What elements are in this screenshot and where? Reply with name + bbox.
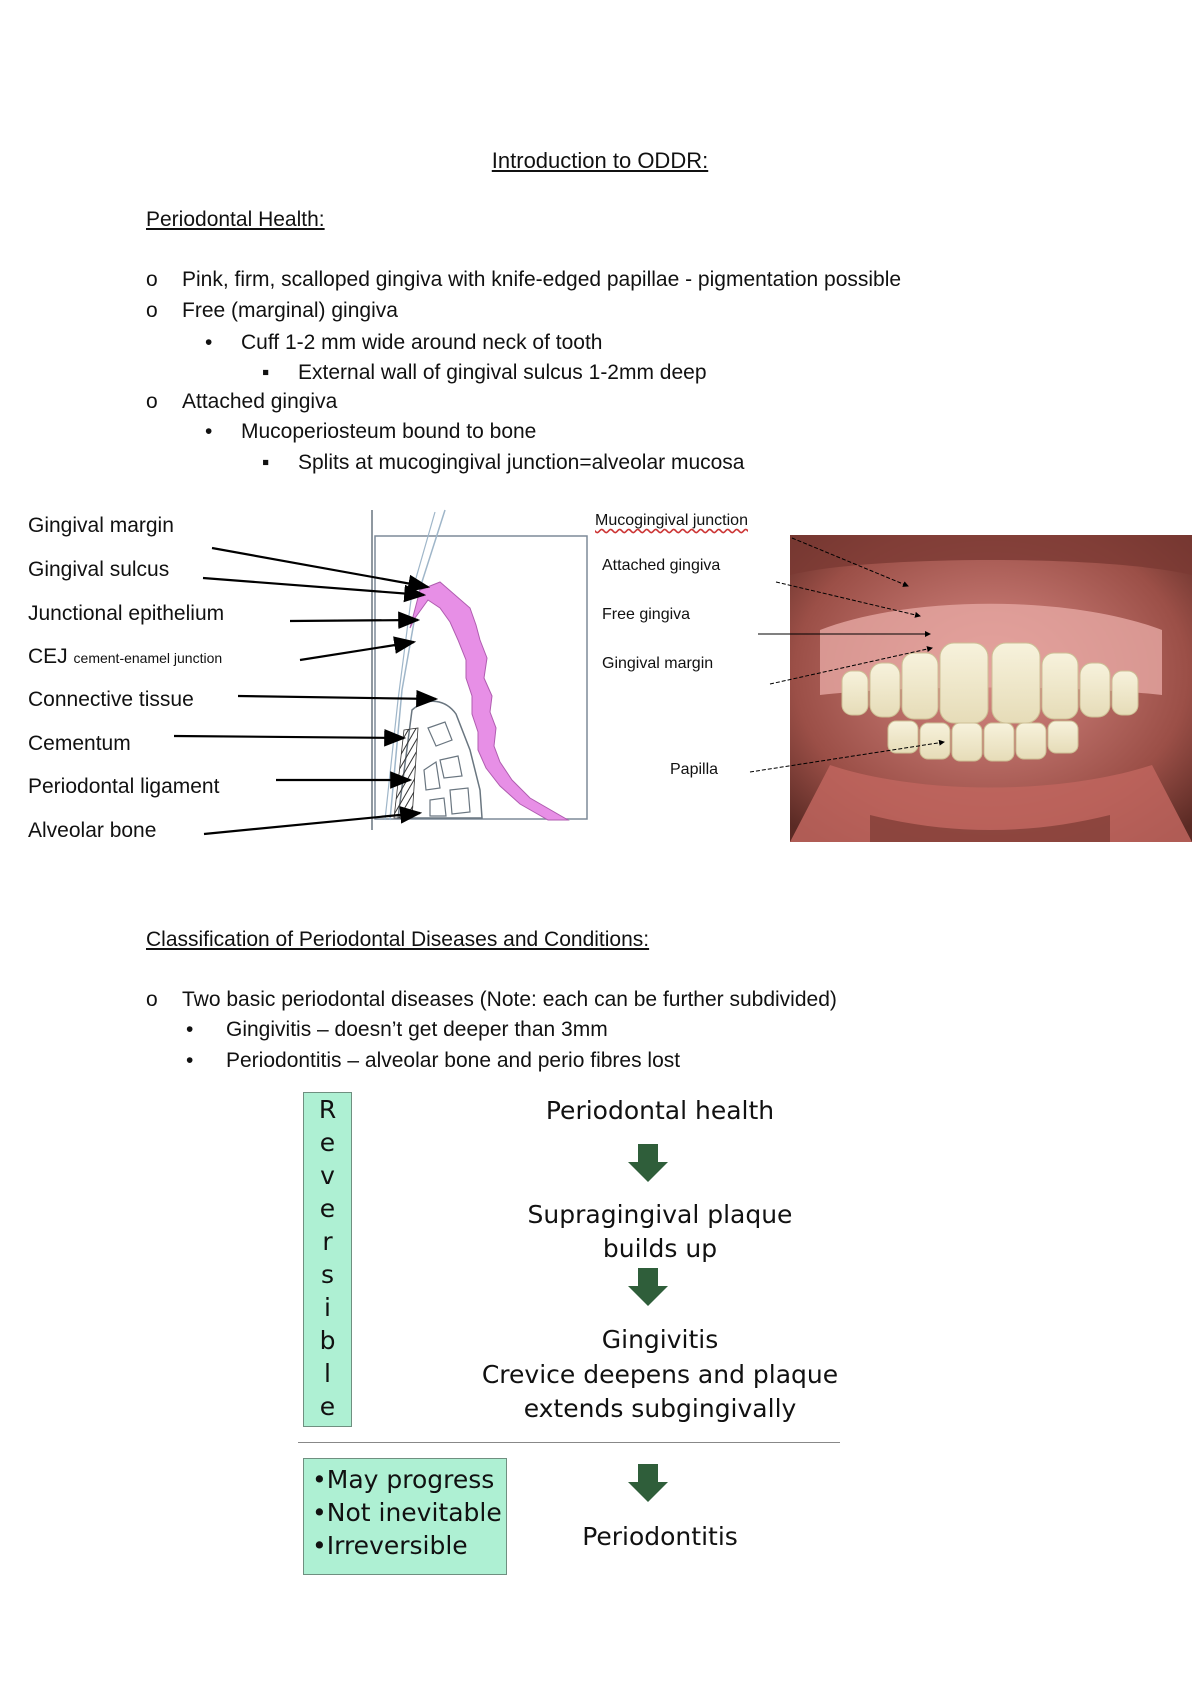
bullet-text: Cuff 1-2 mm wide around neck of tooth [241, 331, 603, 354]
reversible-letter: s [320, 1260, 335, 1289]
label-gingival-sulcus: Gingival sulcus [28, 558, 170, 581]
bullet-text: Free (marginal) gingiva [182, 299, 398, 322]
label-cej: CEJ cement-enamel junction [28, 645, 223, 668]
reversible-box: R e v e r s i b l e [303, 1092, 352, 1427]
label-free-gingiva: Free gingiva [602, 606, 691, 623]
flow-step-crevice-deepens: Crevice deepens and plaque [481, 1360, 839, 1389]
bullet-text: Mucoperiosteum bound to bone [241, 420, 537, 443]
health-bullet-6: • Mucoperiosteum bound to bone [205, 420, 536, 444]
health-bullet-1: o Pink, firm, scalloped gingiva with knif… [146, 268, 901, 292]
health-bullet-5: o Attached gingiva [146, 390, 337, 414]
progress-notes-box: •May progress •Not inevitable •Irreversi… [303, 1458, 507, 1575]
progress-item: •May progress [312, 1465, 495, 1494]
circle-bullet-icon: o [146, 299, 158, 322]
label-cementum: Cementum [28, 732, 131, 755]
clinical-teeth-photo [790, 535, 1192, 842]
classification-heading: Classification of Periodontal Diseases a… [146, 928, 650, 951]
dot-bullet-icon: • [205, 331, 213, 354]
label-attached-gingiva: Attached gingiva [602, 557, 721, 574]
bullet-text: External wall of gingival sulcus 1-2mm d… [298, 361, 707, 384]
circle-bullet-icon: o [146, 390, 158, 413]
reversible-letter: e [319, 1392, 336, 1421]
reversible-letter: i [324, 1293, 331, 1322]
gingiva-tissue [409, 581, 570, 821]
label-mucogingival-junction: Mucogingival junction [595, 512, 748, 529]
down-arrow-icon [628, 1268, 668, 1306]
cej-subtitle: cement-enamel junction [73, 650, 223, 666]
circle-bullet-icon: o [146, 268, 158, 291]
flow-step-builds-up: builds up [602, 1234, 718, 1263]
reversible-letter: R [318, 1095, 337, 1124]
bullet-text: Attached gingiva [182, 390, 338, 413]
arrow-cej [299, 636, 417, 662]
health-bullet-7: ▪ Splits at mucogingival junction=alveola… [262, 451, 745, 475]
reversible-letter: l [324, 1359, 331, 1388]
bullet-text: Splits at mucogingival junction=alveolar… [298, 451, 745, 474]
reversible-letter: b [319, 1326, 336, 1355]
classification-bullet-3: • Periodontitis – alveolar bone and perio… [186, 1049, 680, 1073]
dot-bullet-icon: • [186, 1018, 194, 1041]
label-papilla: Papilla [670, 761, 719, 778]
reversible-letter: e [319, 1194, 336, 1223]
circle-bullet-icon: o [146, 988, 158, 1011]
health-bullet-2: o Free (marginal) gingiva [146, 299, 398, 323]
label-alveolar-bone: Alveolar bone [28, 819, 157, 842]
flow-step-extends-subgingivally: extends subgingivally [523, 1394, 797, 1423]
label-gingival-margin: Gingival margin [28, 514, 174, 537]
reversible-letter: v [320, 1161, 335, 1190]
bullet-text: Two basic periodontal diseases (Note: ea… [182, 988, 837, 1011]
reversible-letter: e [319, 1128, 336, 1157]
progress-item: •Irreversible [312, 1531, 468, 1560]
flow-divider [298, 1442, 840, 1443]
flow-step-periodontitis: Periodontitis [582, 1522, 738, 1551]
label-connective-tissue: Connective tissue [28, 688, 194, 711]
flow-step-periodontal-health: Periodontal health [545, 1096, 775, 1125]
down-arrow-icon [628, 1144, 668, 1182]
square-bullet-icon: ▪ [262, 361, 270, 384]
dot-bullet-icon: • [186, 1049, 194, 1072]
label-junctional-epithelium: Junctional epithelium [28, 602, 225, 625]
periodontal-health-heading: Periodontal Health: [146, 208, 325, 231]
progress-item: •Not inevitable [312, 1498, 502, 1527]
photo-pointer-lines [749, 537, 945, 773]
flow-step-gingivitis: Gingivitis [601, 1325, 719, 1354]
dot-bullet-icon: • [205, 420, 213, 443]
down-arrow-icon [628, 1464, 668, 1502]
bullet-text: Pink, firm, scalloped gingiva with knife… [182, 268, 902, 291]
bullet-text: Periodontitis – alveolar bone and perio … [226, 1049, 681, 1072]
bullet-text: Gingivitis – doesn’t get deeper than 3mm [226, 1018, 608, 1041]
arrow-gingival-sulcus [202, 576, 427, 603]
square-bullet-icon: ▪ [262, 451, 270, 474]
health-bullet-4: ▪ External wall of gingival sulcus 1-2mm … [262, 361, 707, 385]
label-gingival-margin-photo: Gingival margin [602, 655, 714, 672]
arrow-cementum [173, 729, 407, 747]
page-title: Introduction to ODDR: [491, 148, 709, 173]
arrow-connective-tissue [237, 689, 439, 708]
arrow-alveolar-bone [203, 806, 423, 836]
arrow-junctional-epithelium [289, 611, 421, 629]
classification-bullet-1: o Two basic periodontal diseases (Note: e… [146, 988, 837, 1012]
classification-bullet-2: • Gingivitis – doesn’t get deeper than 3m… [186, 1018, 608, 1042]
reversible-letter: r [322, 1227, 333, 1256]
health-bullet-3: • Cuff 1-2 mm wide around neck of tooth [205, 331, 602, 355]
label-periodontal-ligament: Periodontal ligament [28, 775, 220, 798]
arrow-gingival-margin [211, 546, 431, 593]
diagram-frame [374, 535, 588, 820]
periodontium-diagram [173, 509, 588, 836]
flow-step-supragingival-plaque: Supragingival plaque [527, 1200, 793, 1229]
